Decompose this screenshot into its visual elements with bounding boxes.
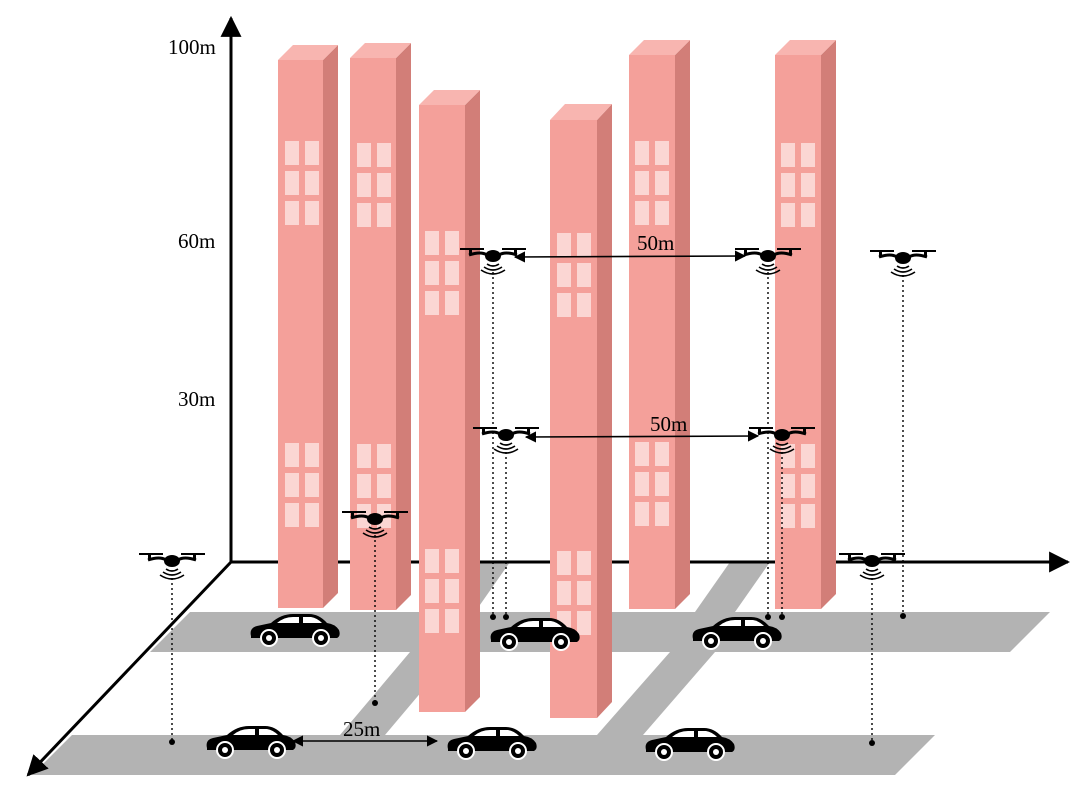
road-connector-right bbox=[597, 652, 715, 735]
building bbox=[419, 90, 480, 712]
quadcopter-drone-icon bbox=[471, 426, 541, 455]
quadcopter-drone-icon bbox=[137, 552, 207, 581]
building bbox=[550, 104, 612, 718]
labels: 100m 60m 30m 50m 50m 25m bbox=[168, 35, 687, 741]
height-label-60: 60m bbox=[178, 229, 215, 253]
building bbox=[278, 45, 338, 608]
buildings bbox=[278, 40, 836, 718]
depth-axis bbox=[26, 560, 233, 777]
distance-arrows bbox=[291, 250, 760, 747]
height-label-30: 30m bbox=[178, 387, 215, 411]
building bbox=[775, 40, 836, 609]
road-network bbox=[32, 562, 1050, 775]
distance-label-vehicles: 25m bbox=[343, 717, 380, 741]
quadcopter-drone-icon bbox=[837, 552, 907, 581]
distance-label-upper: 50m bbox=[637, 231, 674, 255]
ground-projection-points bbox=[169, 613, 906, 746]
drone-projection-lines bbox=[171, 272, 904, 743]
road-stub-far-right bbox=[695, 562, 770, 612]
height-label-100: 100m bbox=[168, 35, 216, 59]
building bbox=[629, 40, 690, 609]
building bbox=[350, 43, 411, 610]
distance-arrow-lower bbox=[524, 430, 760, 443]
quadcopter-drone-icon bbox=[868, 249, 938, 278]
distance-label-lower: 50m bbox=[650, 412, 687, 436]
distance-arrow-upper bbox=[513, 250, 747, 263]
